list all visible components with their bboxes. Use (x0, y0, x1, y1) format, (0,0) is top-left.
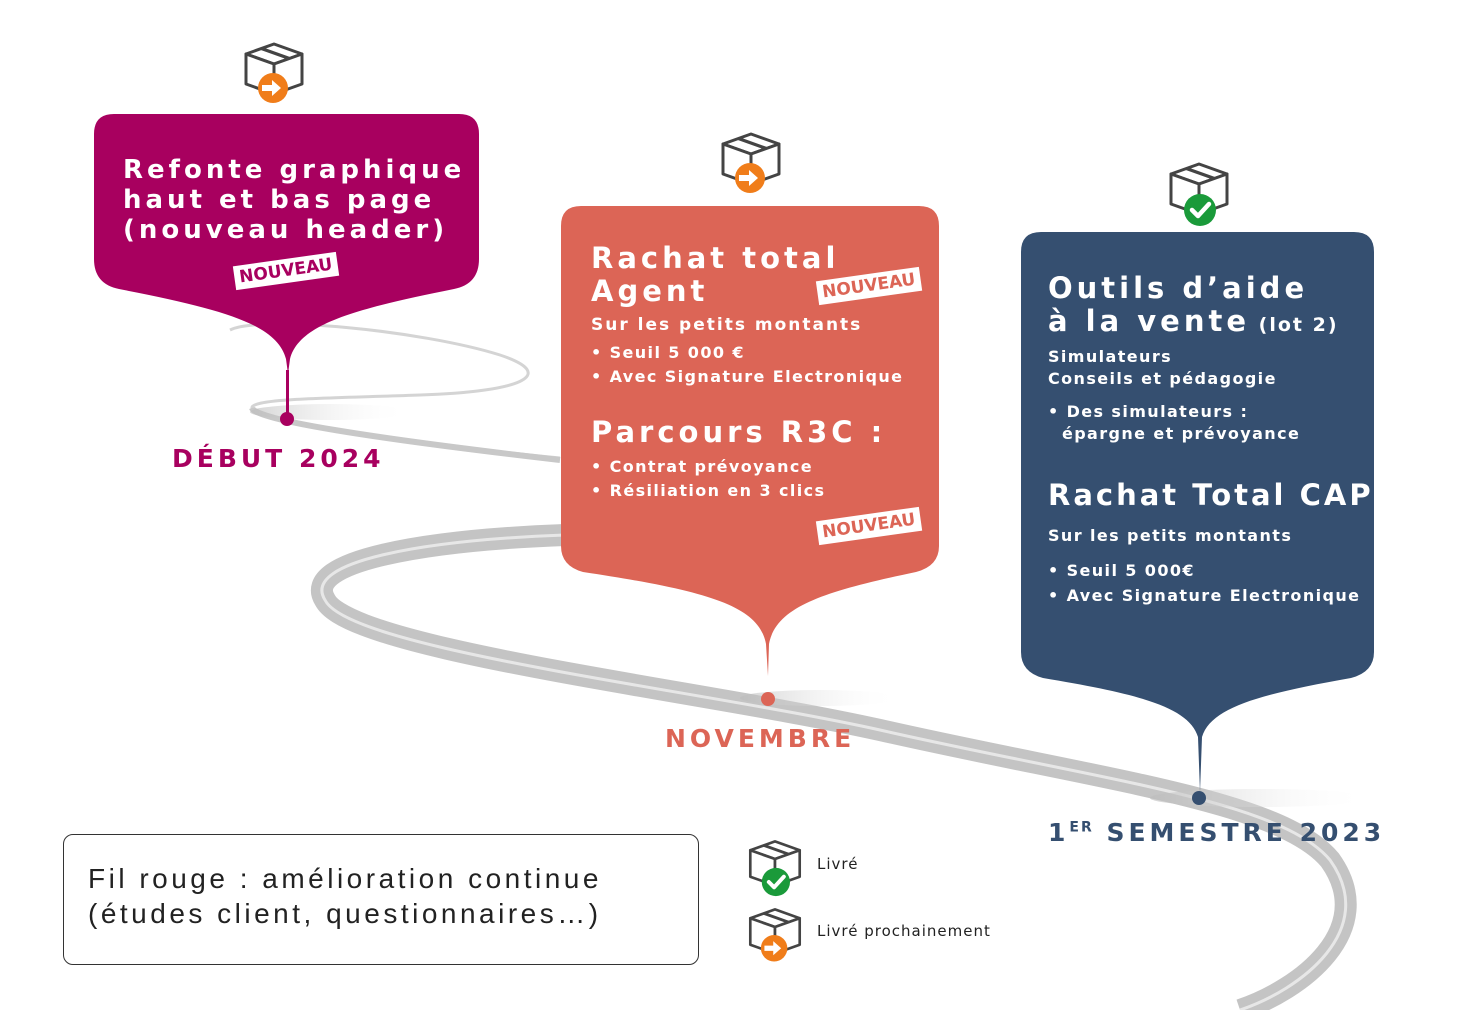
milestone-2-subtitle: Sur les petits montants (591, 314, 863, 335)
pin-dot (761, 692, 775, 706)
milestone-1-title-line-1: Refonte graphique (123, 155, 466, 185)
milestone-2-bullet: • Seuil 5 000 € (591, 342, 745, 362)
date-rest: SEMESTRE 2023 (1093, 818, 1386, 847)
legend-delivered-label: Livré (817, 855, 859, 873)
date-sup: ER (1069, 819, 1094, 836)
milestone-2-title-line-2: Agent (591, 274, 709, 309)
milestone-3-title-line-1: Outils d’aide (1048, 271, 1309, 305)
milestone-card-sales-tools: Outils d’aide à la vente (lot 2) Simulat… (1021, 232, 1374, 792)
milestone-card-header-redesign: Refonte graphique haut et bas page (nouv… (94, 114, 479, 374)
legend-box-line-2: (études client, questionnaires…) (88, 898, 602, 929)
pin-dot (1192, 791, 1206, 805)
milestone-3-subline: Simulateurs (1048, 346, 1173, 366)
milestone-3-subline: Conseils et pédagogie (1048, 368, 1277, 388)
milestone-2-date: NOVEMBRE (665, 724, 856, 753)
milestone-3-title-2: Rachat Total CAP (1048, 477, 1374, 512)
milestone-3-bullet: • Des simulateurs : (1048, 401, 1249, 421)
pin-line (286, 370, 289, 415)
milestone-3-bullet: épargne et prévoyance (1048, 423, 1301, 443)
milestone-2-bullet: • Résiliation en 3 clics (591, 481, 826, 501)
milestone-3-title-line-2: à la vente (1048, 304, 1251, 339)
milestone-1-date: DÉBUT 2024 (172, 444, 385, 473)
legend-delivered-icon (745, 836, 805, 902)
milestone-2-title-2: Parcours R3C : (591, 414, 887, 449)
box-delivery-soon-icon (717, 128, 785, 198)
pin-dot (280, 412, 294, 426)
milestone-3-bullet: • Seuil 5 000€ (1048, 561, 1195, 581)
milestone-3-title-lot: (lot 2) (1250, 314, 1339, 337)
continuous-improvement-box: Fil rouge : amélioration continue (étude… (63, 834, 699, 965)
milestone-3-bullet: • Avec Signature Electronique (1048, 586, 1361, 606)
date-prefix: 1 (1048, 818, 1070, 847)
milestone-3-date: 1ER SEMESTRE 2023 (1048, 818, 1385, 847)
legend-box-line-1: Fil rouge : amélioration continue (88, 863, 602, 894)
milestone-1-title-line-3: (nouveau header) (123, 214, 449, 245)
box-delivery-soon-icon (240, 38, 308, 108)
milestone-2-bullet: • Contrat prévoyance (591, 457, 814, 477)
milestone-1-title-line-2: haut et bas page (123, 184, 436, 215)
milestone-2-bullet: • Avec Signature Electronique (591, 366, 904, 386)
box-delivered-icon (1165, 158, 1233, 232)
legend-delivery-soon-icon (745, 904, 805, 970)
legend-soon-label: Livré prochainement (817, 922, 991, 940)
milestone-2-title-line-1: Rachat total (591, 241, 840, 275)
milestone-card-rachat-agent: Rachat total Agent Sur les petits montan… (561, 206, 939, 676)
milestone-3-subtitle-2: Sur les petits montants (1048, 526, 1293, 546)
